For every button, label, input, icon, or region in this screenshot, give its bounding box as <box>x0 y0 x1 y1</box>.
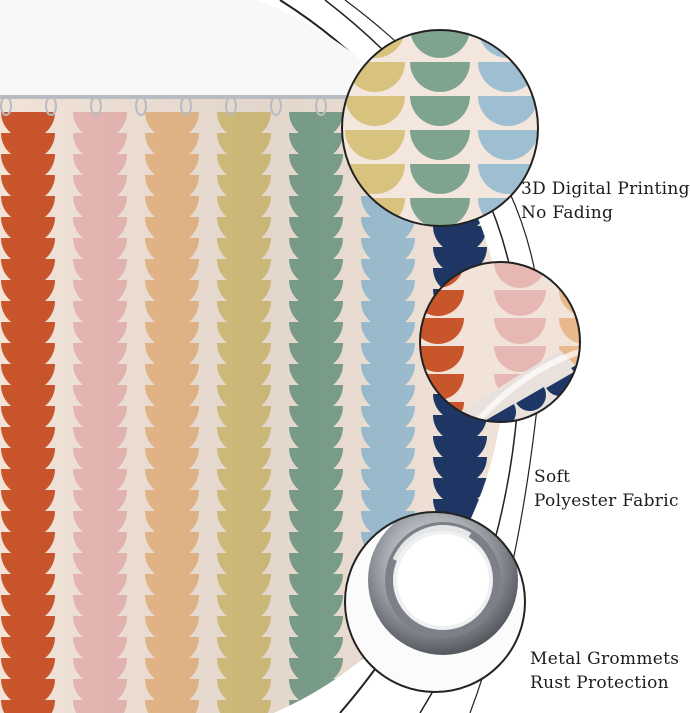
feature-grommet-caption: Metal Grommets Rust Protection <box>530 647 679 695</box>
print-half-moon <box>345 130 405 160</box>
print-half-moon <box>410 96 470 126</box>
print-half-moon <box>478 130 538 160</box>
fabric-half-moon <box>494 346 546 372</box>
curtain-rings <box>0 96 327 116</box>
feature-grommet-line-2: Rust Protection <box>530 673 669 693</box>
fabric-half-moon <box>420 346 464 372</box>
print-half-moon <box>410 164 470 194</box>
print-half-moon <box>345 96 405 126</box>
curtain-ring-icon <box>315 96 327 116</box>
curtain-ring-icon <box>180 96 192 116</box>
print-half-moon <box>478 96 538 126</box>
feature-grommet-line-1: Metal Grommets <box>530 649 680 669</box>
feature-print-line-2: No Fading <box>521 203 614 223</box>
print-half-moon <box>410 130 470 160</box>
fabric-half-moon <box>559 402 580 422</box>
print-half-moon <box>410 30 470 58</box>
feature-print-line-1: 3D Digital Printing <box>521 179 690 199</box>
curtain-ring-icon <box>135 96 147 116</box>
curtain-rod <box>0 95 505 99</box>
print-half-moon <box>410 62 470 92</box>
print-half-moon <box>410 198 470 226</box>
feature-fabric-caption: Soft Polyester Fabric <box>534 465 679 513</box>
fabric-half-moon <box>559 318 580 344</box>
curtain-ring-icon <box>225 96 237 116</box>
feature-fabric-line-1: Soft <box>534 467 571 487</box>
fabric-half-moon <box>420 318 464 344</box>
curtain-half-moon <box>361 700 415 713</box>
curtain-half-moon <box>289 700 343 713</box>
fabric-half-moon <box>494 318 546 344</box>
grommet-detail-circle <box>344 511 526 693</box>
curtain-ring-icon <box>45 96 57 116</box>
fabric-half-moon <box>494 290 546 316</box>
print-detail-circle <box>341 29 539 227</box>
curtain-ring-icon <box>90 96 102 116</box>
curtain-half-moon <box>433 709 487 713</box>
curtain-ring-icon <box>270 96 282 116</box>
feature-print-caption: 3D Digital Printing No Fading <box>521 177 690 225</box>
curtain-ring-icon <box>0 96 12 116</box>
fabric-half-moon <box>559 262 580 288</box>
fabric-fold-half-moon <box>516 387 546 411</box>
feature-fabric-line-2: Polyester Fabric <box>534 491 679 511</box>
